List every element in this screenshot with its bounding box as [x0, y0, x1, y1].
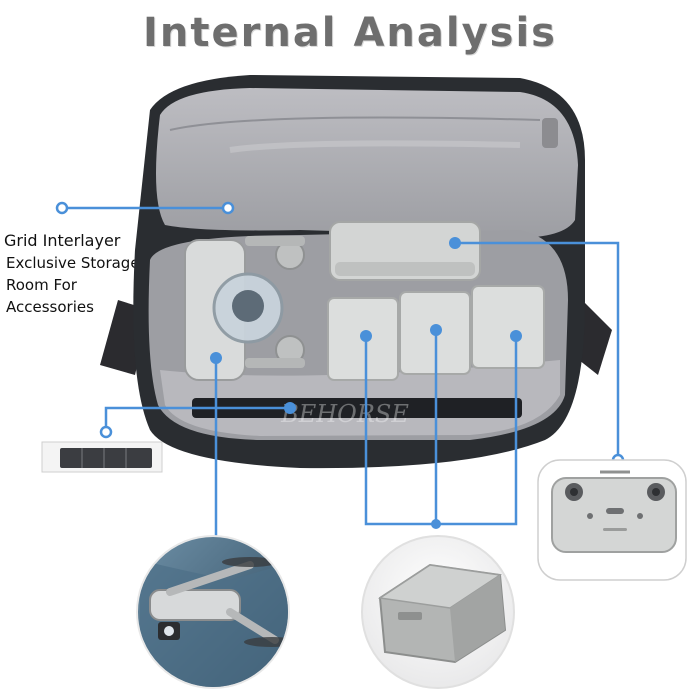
zipper-pull	[542, 118, 558, 148]
pointer-markers	[210, 237, 522, 553]
page-title: Internal Analysis	[143, 10, 557, 56]
watermark: BEHORSE	[280, 400, 409, 428]
accessory-case	[41, 441, 163, 473]
controller-photo-callout	[537, 459, 687, 581]
caption-line-3: Room For	[6, 276, 77, 294]
caption-line-4: Accessories	[6, 298, 94, 316]
battery-photo-callout	[361, 535, 515, 689]
controller-in-bag	[329, 221, 481, 281]
cable-bar	[192, 398, 522, 418]
caption-line-2: Exclusive Storage	[6, 254, 140, 272]
drone-photo-callout	[136, 535, 290, 689]
pointer-lines	[62, 206, 620, 548]
folded-drone	[184, 236, 305, 381]
caption-line-1: Grid Interlayer	[4, 231, 121, 250]
grid-interlayer-caption: Grid Interlayer Exclusive Storage Room F…	[4, 230, 156, 318]
